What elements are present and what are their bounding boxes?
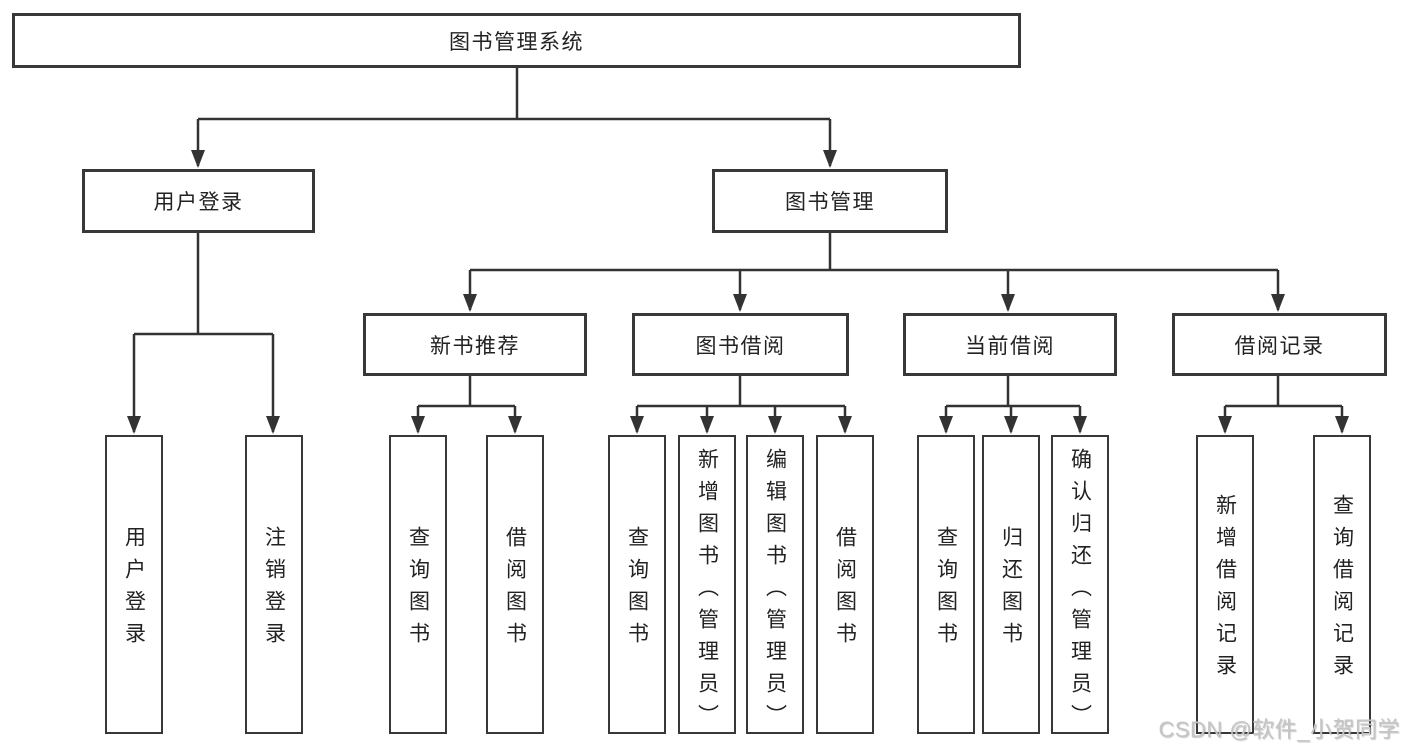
leaf-query-books-current: 查询图书 <box>917 435 975 734</box>
node-user-login: 用户登录 <box>82 169 315 233</box>
leaf-user-login-label: 用户登录 <box>122 526 146 654</box>
leaf-query-books-recommend-label: 查询图书 <box>406 526 430 654</box>
leaf-confirm-return-admin-label: 确认归还（管理员） <box>1068 448 1092 736</box>
leaf-confirm-return-admin: 确认归还（管理员） <box>1051 435 1109 736</box>
leaf-borrow-books-recommend: 借阅图书 <box>486 435 544 734</box>
leaf-query-borrow-record: 查询借阅记录 <box>1313 435 1371 734</box>
node-library-management-system: 图书管理系统 <box>12 13 1021 68</box>
node-current-borrowing: 当前借阅 <box>903 313 1117 376</box>
leaf-borrow-books-recommend-label: 借阅图书 <box>503 526 527 654</box>
leaf-logout: 注销登录 <box>245 435 303 734</box>
node-book-management: 图书管理 <box>712 169 948 233</box>
leaf-query-books-current-label: 查询图书 <box>934 526 958 654</box>
node-borrowing-records: 借阅记录 <box>1172 313 1387 376</box>
leaf-user-login: 用户登录 <box>105 435 163 734</box>
leaf-query-books-borrow: 查询图书 <box>608 435 666 734</box>
leaf-borrow-books-label: 借阅图书 <box>833 526 857 654</box>
csdn-watermark: CSDN @软件_小贺同学 <box>1158 717 1400 742</box>
node-book-borrowing: 图书借阅 <box>632 313 849 376</box>
leaf-add-books-admin-label: 新增图书（管理员） <box>695 448 719 736</box>
leaf-edit-books-admin-label: 编辑图书（管理员） <box>763 448 787 736</box>
node-new-book-recommendation: 新书推荐 <box>363 313 587 376</box>
leaf-add-borrow-record: 新增借阅记录 <box>1196 435 1254 734</box>
leaf-edit-books-admin: 编辑图书（管理员） <box>746 435 804 736</box>
leaf-query-books-borrow-label: 查询图书 <box>625 526 649 654</box>
leaf-add-borrow-record-label: 新增借阅记录 <box>1213 494 1237 686</box>
leaf-query-books-recommend: 查询图书 <box>389 435 447 734</box>
leaf-return-books-label: 归还图书 <box>999 526 1023 654</box>
leaf-return-books: 归还图书 <box>982 435 1040 734</box>
leaf-borrow-books: 借阅图书 <box>816 435 874 734</box>
leaf-logout-label: 注销登录 <box>262 526 286 654</box>
leaf-add-books-admin: 新增图书（管理员） <box>678 435 736 736</box>
leaf-query-borrow-record-label: 查询借阅记录 <box>1330 494 1354 686</box>
